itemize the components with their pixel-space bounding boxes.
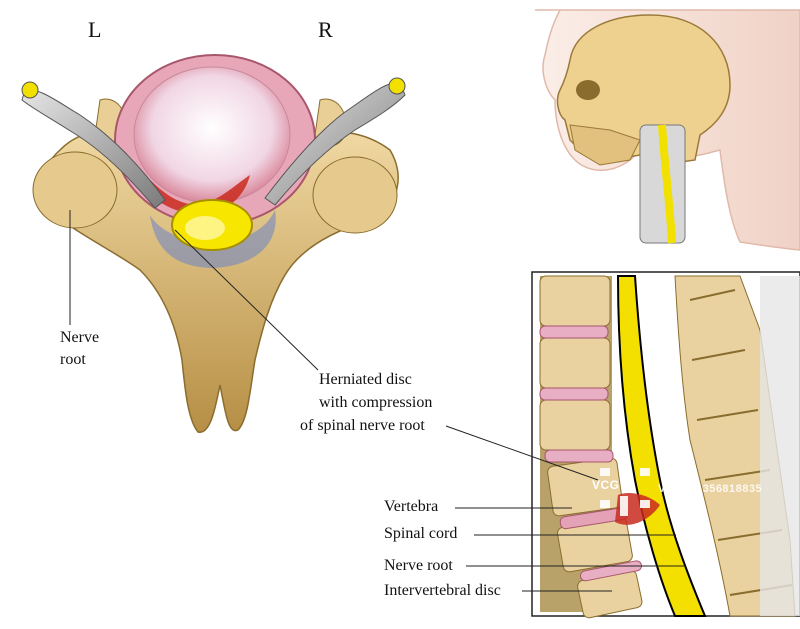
herniated-label-2: with compression: [319, 394, 433, 411]
right-nerve-root: [264, 81, 406, 206]
vertebra-label: Vertebra: [384, 498, 439, 515]
leader-herniated: [174, 229, 319, 371]
leader-herniated-sagittal: [445, 425, 599, 481]
intervertebral-disc-label: Intervertebral disc: [384, 582, 501, 599]
vertebra-body-3: [539, 399, 611, 451]
watermark-logo-text: VCG: [592, 478, 620, 492]
left-transverse-process: [32, 151, 118, 229]
eye-socket: [576, 80, 600, 100]
spinal-cord-sagittal: [616, 275, 707, 617]
skull: [556, 14, 731, 166]
right-side-label: R: [318, 17, 333, 42]
spinal-cord-label: Spinal cord: [384, 525, 458, 542]
vertebra-body-1: [539, 275, 611, 327]
jaw: [569, 124, 641, 166]
sagittal-view: [539, 275, 800, 619]
left-nerve-end: [21, 81, 39, 99]
spinal-canal: [150, 210, 276, 268]
cervical-cord: [658, 124, 676, 244]
left-side-label: L: [88, 17, 102, 42]
left-nerve-root: [21, 89, 166, 209]
disc-1: [539, 325, 609, 339]
nerve-root-label-bottom: root: [60, 351, 86, 368]
herniated-label-1: Herniated disc: [319, 371, 412, 388]
herniated-label-3: of spinal nerve root: [300, 417, 425, 434]
right-transverse-process: [312, 156, 398, 234]
vertebra-body-2: [539, 337, 611, 389]
nerve-root-label-top: Nerve: [60, 329, 100, 346]
disc-2: [539, 387, 609, 401]
disc-nucleus: [133, 66, 291, 204]
right-nerve-end: [388, 77, 406, 95]
watermark-logo: [600, 460, 650, 516]
disc-3: [544, 449, 614, 463]
watermark-text: VCG211356818835: [658, 483, 763, 495]
nerve-root-label: Nerve root: [384, 557, 453, 574]
